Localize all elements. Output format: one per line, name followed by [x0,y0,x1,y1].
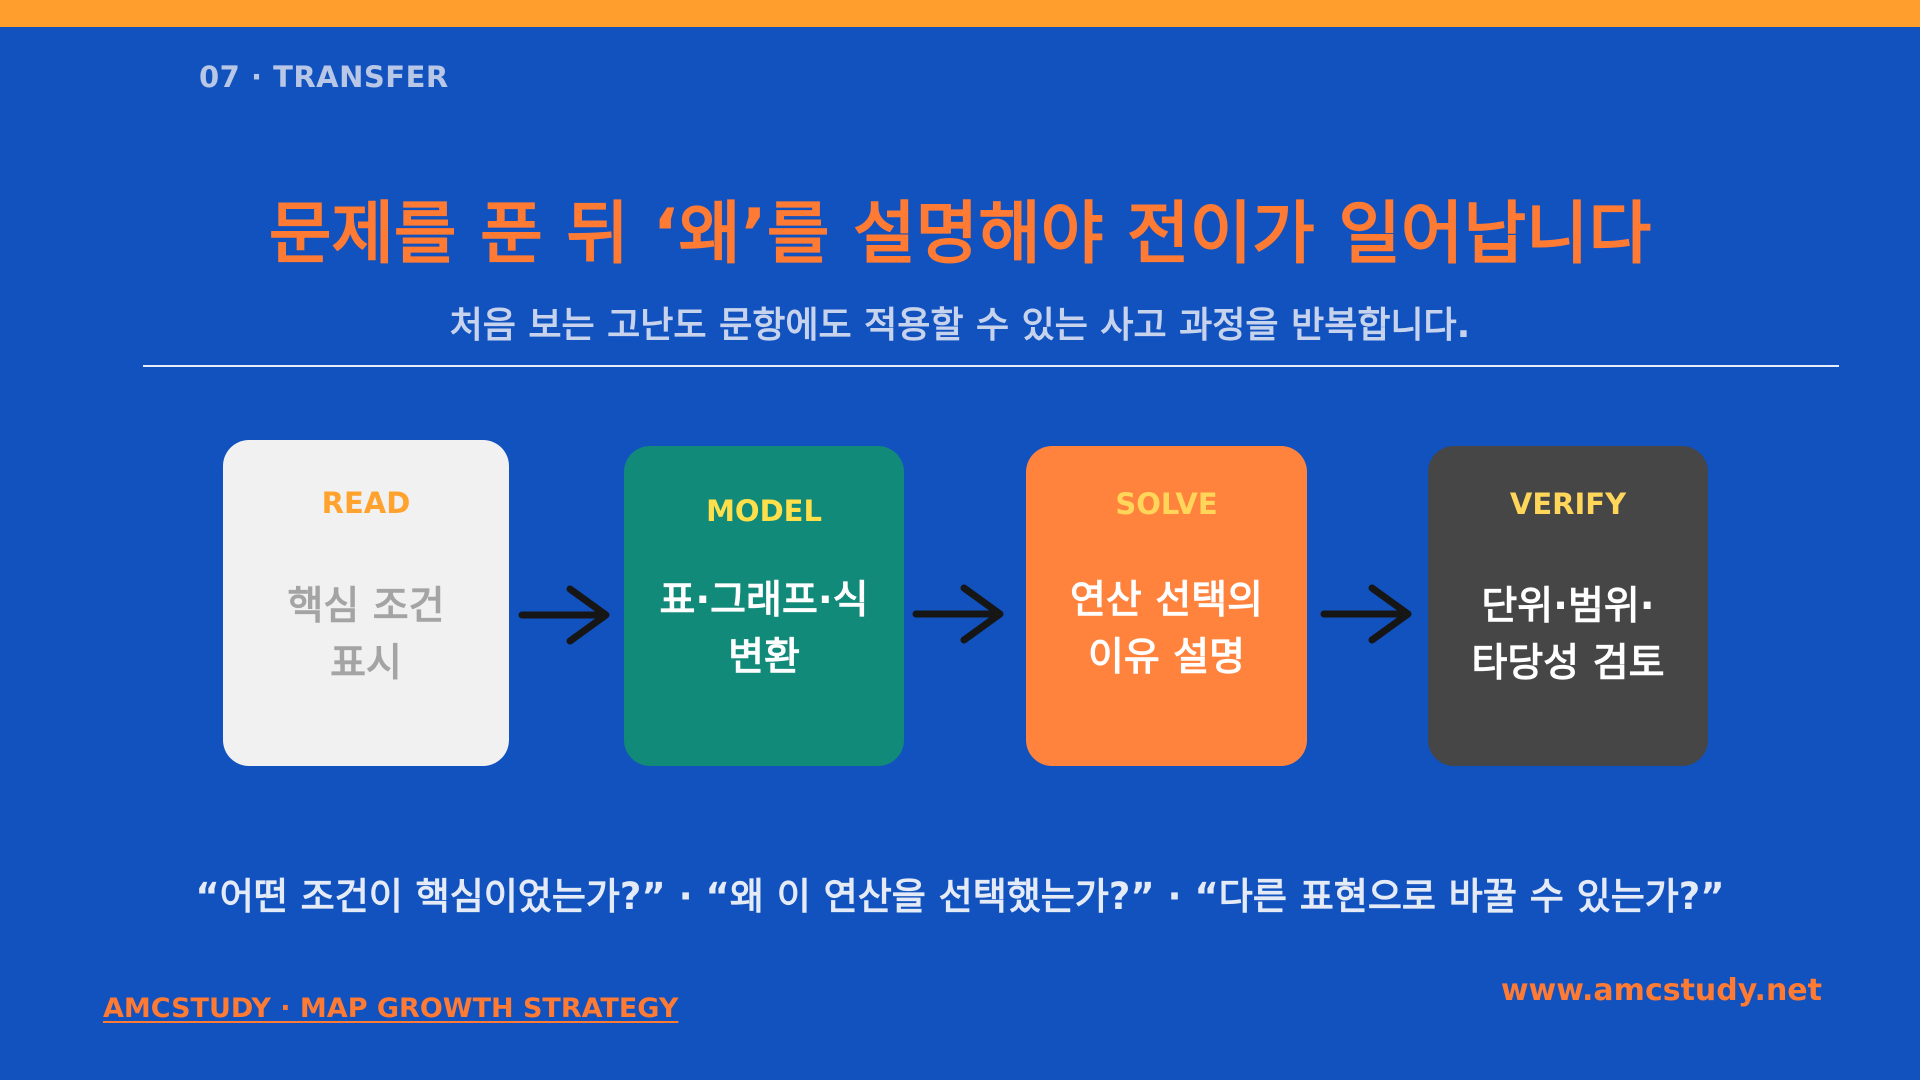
step-card-solve: SOLVE 연산 선택의 이유 설명 [1026,446,1307,766]
step-label: SOLVE [1115,487,1218,521]
step-card-verify: VERIFY 단위·범위· 타당성 검토 [1428,446,1708,766]
step-description: 단위·범위· 타당성 검토 [1471,584,1665,686]
section-label: 07 · TRANSFER [199,60,449,94]
page-title: 문제를 푼 뒤 ‘왜’를 설명해야 전이가 일어납니다 [268,195,1652,274]
arrow-right-icon [1320,584,1412,644]
step-card-model: MODEL 표·그래프·식 변환 [624,446,904,766]
reflection-questions: “어떤 조건이 핵심이었는가?” · “왜 이 연산을 선택했는가?” · “다… [195,875,1725,918]
step-label: READ [321,486,411,520]
footer-brand-link[interactable]: AMCSTUDY · MAP GROWTH STRATEGY [103,993,679,1024]
page-subtitle: 처음 보는 고난도 문항에도 적용할 수 있는 사고 과정을 반복합니다. [449,305,1471,346]
top-accent-bar [0,0,1920,27]
step-description: 핵심 조건 표시 [287,584,445,686]
step-description: 연산 선택의 이유 설명 [1070,578,1263,680]
step-label: MODEL [706,494,822,528]
footer-url[interactable]: www.amcstudy.net [1500,973,1822,1008]
step-label: VERIFY [1509,487,1627,521]
arrow-right-icon [518,585,610,645]
arrow-right-icon [912,584,1004,644]
step-card-read: READ 핵심 조건 표시 [223,440,509,766]
step-description: 표·그래프·식 변환 [659,578,869,680]
header-divider [143,365,1839,367]
